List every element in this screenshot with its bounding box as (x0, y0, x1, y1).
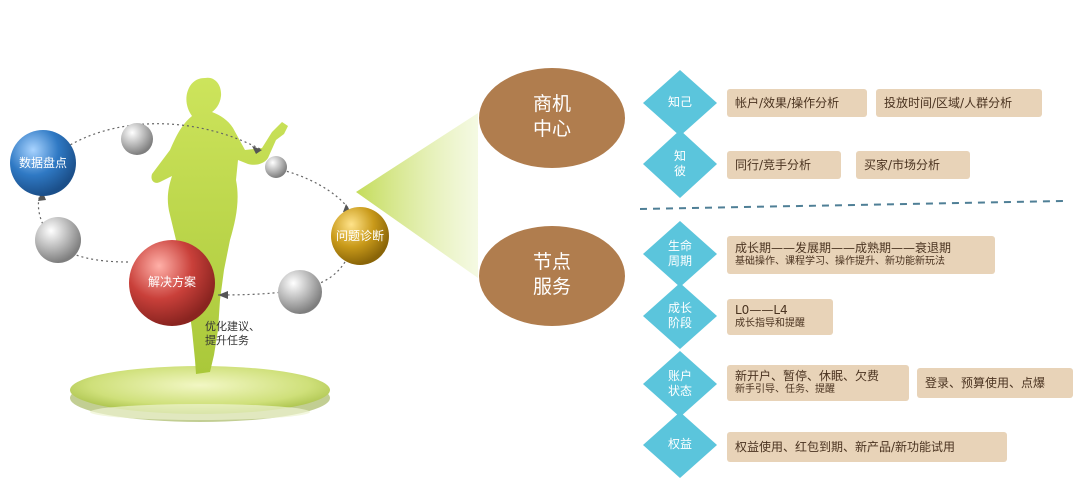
diamond-3-line-1: 生命 (667, 239, 692, 253)
lifecycle-main: 成长期——发展期——成熟期——衰退期 (735, 241, 952, 256)
hub-1-label: 商机 中心 (512, 92, 592, 141)
arrow-head-3 (218, 291, 228, 299)
box-lifecycle: 成长期——发展期——成熟期——衰退期 基础操作、课程学习、操作提升、新功能新玩法 (727, 236, 995, 274)
hub-2-line-2: 服务 (532, 275, 571, 298)
box-growth-stage: L0——L4 成长指导和提醒 (727, 299, 833, 335)
diamond-row-4 (643, 283, 717, 349)
diamond-5-line-1: 账户 (667, 369, 692, 383)
note-line-1: 优化建议、 (205, 320, 260, 333)
data-check-sphere (10, 130, 76, 196)
pedestal-reflection (90, 404, 310, 420)
growth-main: L0——L4 (735, 303, 788, 318)
diamond-row-5 (643, 351, 717, 417)
solution-sphere (129, 240, 215, 326)
pedestal-disc (70, 366, 330, 414)
diamond-4-line-1: 成长 (667, 301, 692, 315)
diamond-3-line-2: 周期 (667, 254, 692, 268)
woman-figure (151, 77, 288, 374)
arrow-head-1 (252, 146, 262, 154)
cycle-arc-right (281, 169, 353, 215)
box-account-analysis: 帐户/效果/操作分析 (727, 89, 867, 117)
hub-oval-2 (479, 226, 625, 326)
data-check-label: 数据盘点 (18, 156, 67, 170)
beam-shape (356, 113, 478, 278)
diamond-row-3 (643, 221, 717, 287)
box-account-status: 新开户、暂停、休眠、欠费 新手引导、任务、提醒 (727, 365, 909, 401)
section-divider (639, 200, 1066, 210)
gray-sphere-top (121, 123, 153, 155)
gray-sphere-left (35, 217, 81, 263)
diamond-5-label: 账户 状态 (650, 369, 710, 399)
box-market-analysis: 买家/市场分析 (856, 151, 970, 179)
hub-1-line-1: 商机 (532, 93, 571, 115)
box-login-budget: 登录、预算使用、点爆 (917, 368, 1073, 398)
diagnosis-label: 问题诊断 (335, 229, 384, 243)
diagnosis-sphere (331, 207, 389, 265)
diamond-3-label: 生命 周期 (650, 239, 710, 269)
hub-oval-1 (479, 68, 625, 168)
diamond-row-6 (643, 412, 717, 478)
diamond-1-label: 知己 (667, 95, 692, 109)
gray-sphere-right (278, 270, 322, 314)
status-sub: 新手引导、任务、提醒 (735, 384, 835, 396)
hub-2-line-1: 节点 (532, 251, 571, 273)
lifecycle-sub: 基础操作、课程学习、操作提升、新功能新玩法 (735, 256, 945, 268)
gray-sphere-small (265, 156, 287, 178)
growth-sub: 成长指导和提醒 (735, 318, 805, 330)
hub-1-line-2: 中心 (532, 117, 571, 140)
diamond-2-label: 知 彼 (650, 149, 710, 179)
diamond-4-line-2: 阶段 (667, 316, 692, 330)
box-delivery-analysis: 投放时间/区域/人群分析 (876, 89, 1042, 117)
hub-2-label: 节点 服务 (512, 250, 592, 299)
note-line-2: 提升任务 (205, 334, 249, 348)
cycle-arc-top (61, 123, 263, 151)
diamond-row-2 (643, 130, 717, 198)
diamond-2-line-1: 知 (673, 149, 686, 163)
diamond-5-line-2: 状态 (667, 384, 692, 398)
box-benefits: 权益使用、红包到期、新产品/新功能试用 (727, 432, 1007, 462)
solution-note: 优化建议、 提升任务 (205, 320, 260, 349)
diamond-2-line-2: 彼 (673, 164, 686, 178)
box-competitor-analysis: 同行/竞手分析 (727, 151, 841, 179)
status-main: 新开户、暂停、休眠、欠费 (735, 369, 880, 384)
solution-label: 解决方案 (147, 275, 196, 289)
diamond-row-1 (643, 70, 717, 136)
diamond-4-label: 成长 阶段 (650, 301, 710, 331)
diamond-6-label: 权益 (667, 437, 692, 451)
